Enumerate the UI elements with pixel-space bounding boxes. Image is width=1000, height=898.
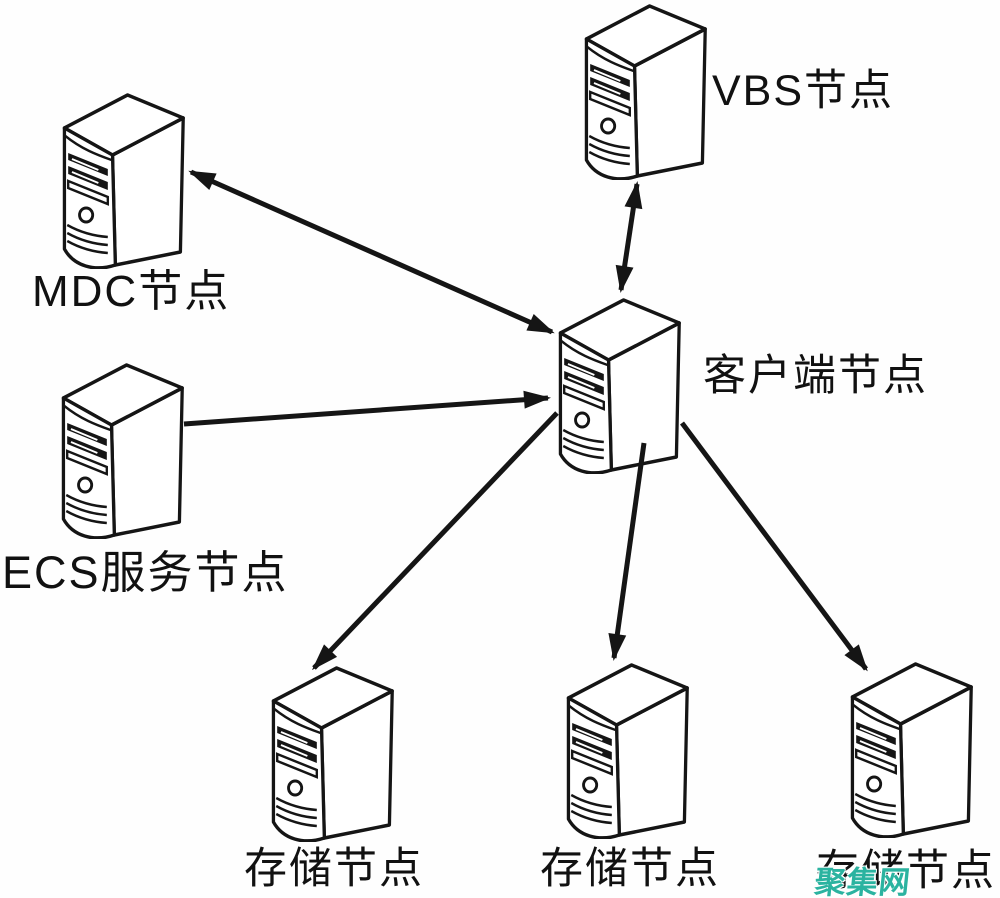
server-icon [843, 660, 975, 838]
node-storage1 [264, 664, 396, 842]
server-icon [577, 2, 709, 180]
node-storage3-label: 存储节点 [816, 847, 996, 895]
watermark: 聚集网 [812, 865, 913, 898]
edge-client-mdc [188, 169, 555, 335]
node-storage2-label: 存储节点 [540, 845, 720, 893]
server-icon [55, 91, 187, 269]
node-client-label: 客户端节点 [703, 352, 928, 400]
edge-client-vbs [615, 181, 643, 293]
node-client [551, 296, 683, 474]
server-icon [559, 661, 691, 839]
server-icon [54, 361, 186, 539]
node-storage2 [559, 661, 691, 839]
edge-client-storage3 [679, 421, 869, 672]
node-vbs [577, 2, 709, 180]
server-icon [264, 664, 396, 842]
edge-ecs-client [183, 390, 551, 427]
edge-client-storage1 [311, 411, 559, 671]
node-mdc-label: MDC节点 [32, 267, 231, 316]
node-ecs-label: ECS服务节点 [2, 547, 289, 598]
node-vbs-label: VBS节点 [712, 67, 895, 115]
node-storage1-label: 存储节点 [244, 845, 424, 893]
edge-client-storage2 [608, 442, 647, 661]
server-icon [551, 296, 683, 474]
node-mdc [55, 91, 187, 269]
node-ecs [54, 361, 186, 539]
node-storage3 [843, 660, 975, 838]
